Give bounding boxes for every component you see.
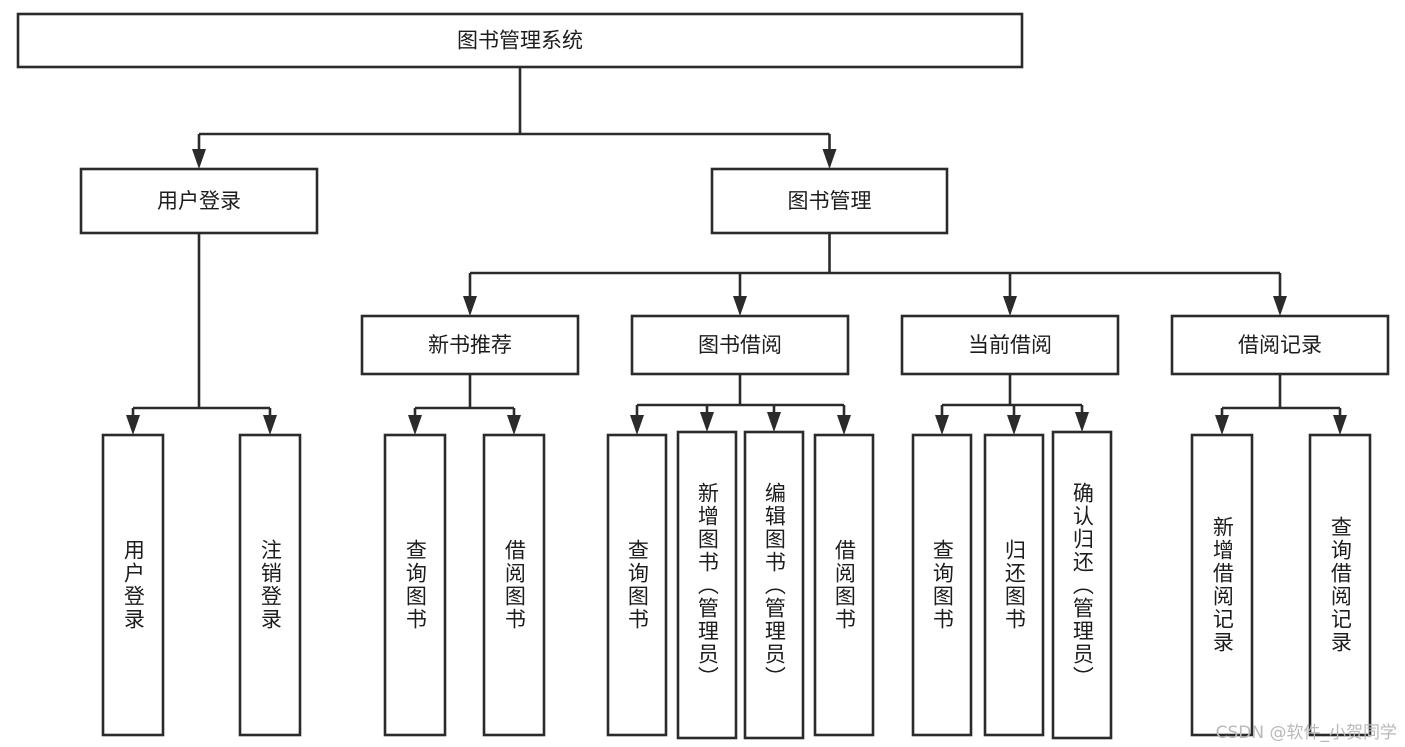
arrow-head-icon-leaf-10	[1075, 412, 1089, 432]
arrow-head-icon-level3-2	[1003, 296, 1017, 316]
node-leaf-box-2[interactable]	[383, 433, 447, 737]
arrow-head-icon-level2-1	[822, 149, 837, 169]
arrow-head-icon-leaf-8	[935, 415, 949, 435]
node-leaf-box-11[interactable]	[1190, 433, 1254, 737]
node-leaf-box-4[interactable]	[606, 433, 668, 737]
node-leaf-box-7[interactable]	[813, 433, 875, 737]
arrow-head-icon-leaf-2	[408, 415, 422, 435]
node-level2-label-1: 图书管理	[788, 189, 872, 213]
node-leaf-box-12[interactable]	[1308, 433, 1372, 737]
node-level2-label-0: 用户登录	[157, 189, 241, 213]
arrow-head-icon-level3-3	[1273, 296, 1287, 316]
node-level3-label-2: 当前借阅	[968, 333, 1052, 357]
node-level3-box-0[interactable]	[360, 314, 580, 376]
connectors-layer	[126, 67, 1347, 435]
arrow-head-icon-level3-0	[463, 296, 477, 316]
node-leaf-box-5[interactable]	[676, 430, 738, 740]
node-level3-label-0: 新书推荐	[428, 333, 512, 357]
arrow-head-icon-leaf-3	[507, 415, 521, 435]
node-leaf-box-9[interactable]	[983, 433, 1045, 737]
node-leaf-box-3[interactable]	[482, 433, 546, 737]
node-leaf-box-0[interactable]	[101, 433, 165, 737]
csdn-watermark: CSDN @软件_小贺同学	[1215, 723, 1397, 743]
arrow-head-icon-leaf-6	[767, 412, 781, 432]
node-leaf-box-1[interactable]	[238, 433, 302, 737]
arrow-head-icon-leaf-5	[700, 412, 714, 432]
arrow-head-icon-leaf-4	[630, 415, 644, 435]
node-root-label: 图书管理系统	[457, 29, 583, 53]
arrow-head-icon-leaf-11	[1215, 415, 1229, 435]
node-leaf-box-10[interactable]	[1051, 430, 1113, 740]
arrow-head-icon-leaf-0	[126, 415, 140, 435]
node-level3-box-2[interactable]	[900, 314, 1120, 376]
node-leaf-box-8[interactable]	[911, 433, 973, 737]
node-level3-box-3[interactable]	[1170, 314, 1390, 376]
node-level2-box-1[interactable]	[710, 167, 949, 235]
arrow-head-icon-leaf-1	[263, 415, 277, 435]
arrow-head-icon-leaf-9	[1007, 415, 1021, 435]
arrow-head-icon-leaf-12	[1333, 415, 1347, 435]
node-root-box[interactable]	[16, 12, 1024, 69]
arrow-head-icon-level2-0	[192, 149, 206, 169]
node-level3-label-3: 借阅记录	[1238, 333, 1322, 357]
boxes-layer	[16, 12, 1390, 740]
node-level2-box-0[interactable]	[79, 167, 319, 235]
arrow-head-icon-level3-1	[733, 296, 747, 316]
node-level3-box-1[interactable]	[630, 314, 850, 376]
node-leaf-box-6[interactable]	[743, 430, 805, 740]
arrow-head-icon-leaf-7	[837, 415, 851, 435]
node-level3-label-1: 图书借阅	[698, 333, 782, 357]
